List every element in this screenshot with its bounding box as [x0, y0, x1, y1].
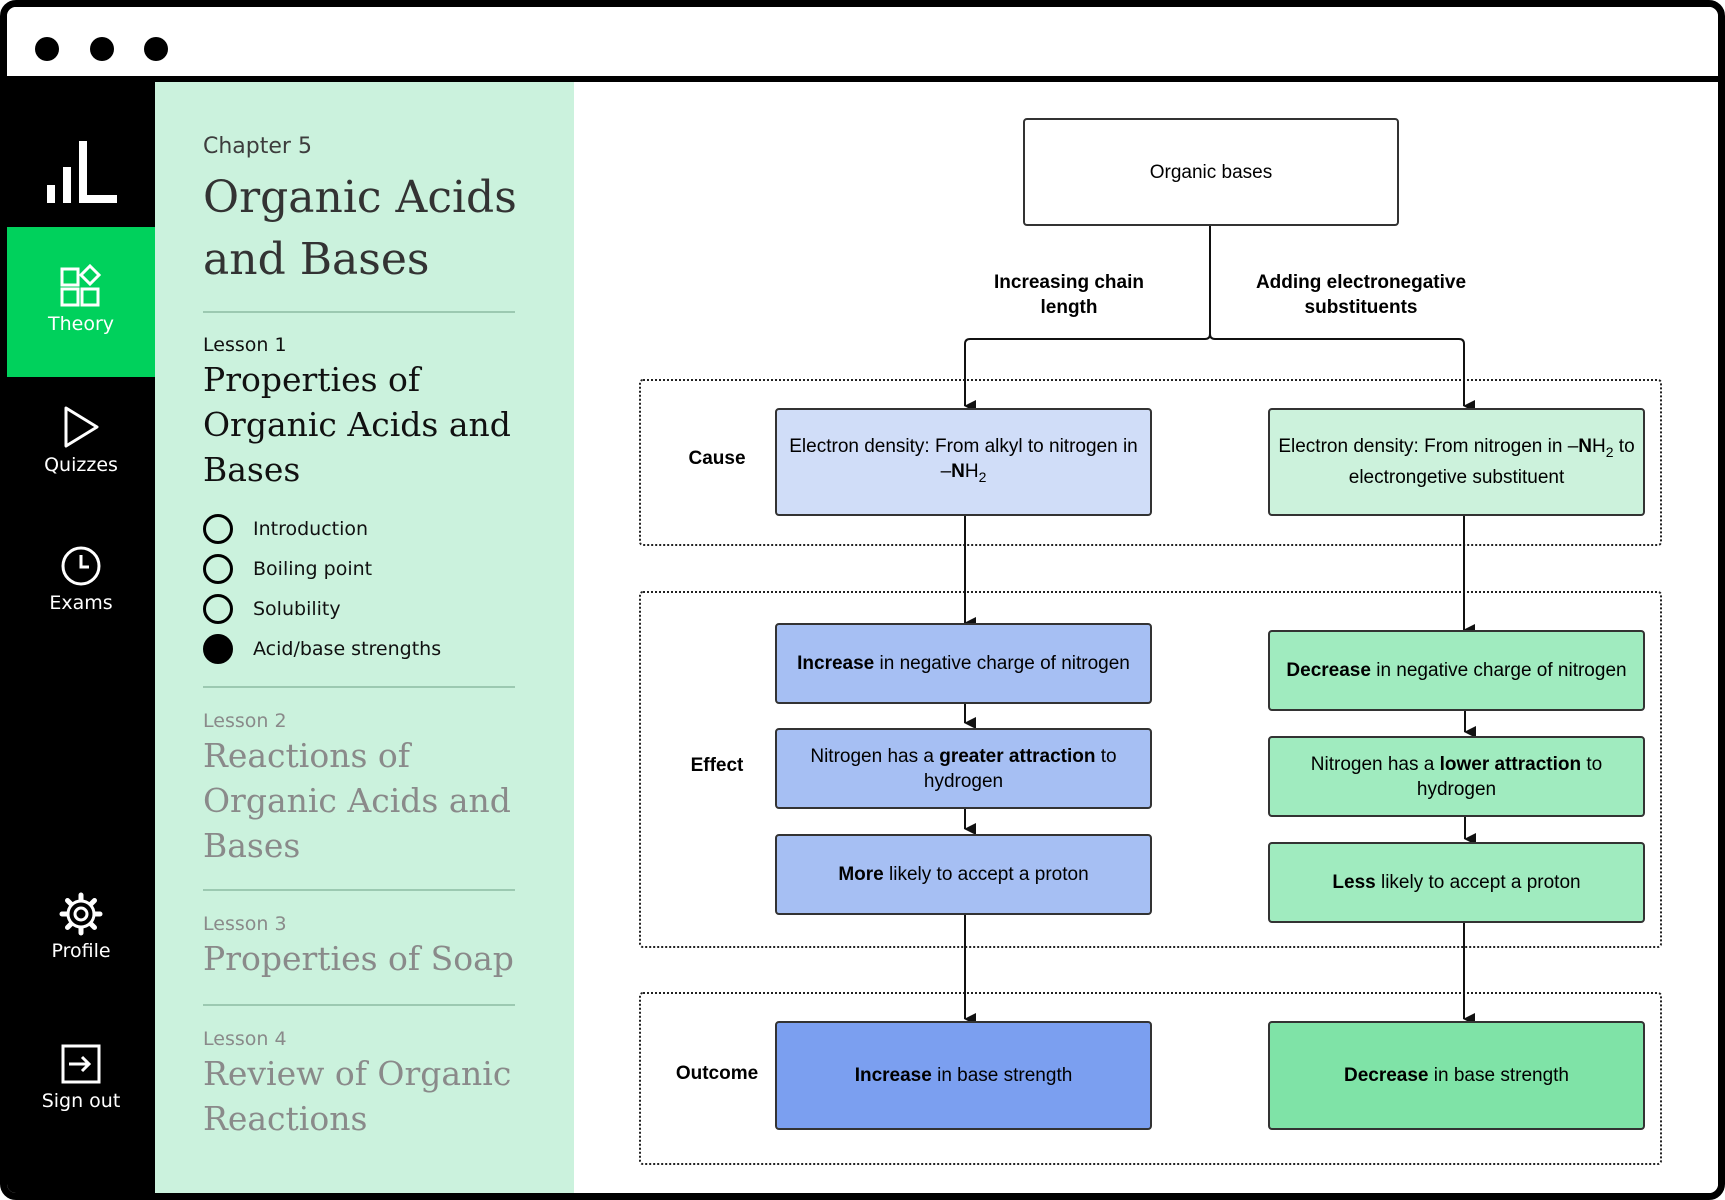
radio-filled-icon[interactable]: [203, 634, 233, 664]
right-effect-node-2: Nitrogen has a lower attraction to hydro…: [1268, 736, 1645, 817]
nav-theory[interactable]: Theory: [7, 227, 155, 377]
gear-icon: [59, 892, 103, 936]
divider: [203, 889, 515, 891]
branch-label-right: Adding electronegative substituents: [1255, 272, 1467, 318]
nav-theory-label: Theory: [47, 313, 115, 335]
nav-exams-label: Exams: [49, 592, 113, 614]
topic-introduction[interactable]: Introduction: [203, 513, 368, 545]
nav-exams[interactable]: Exams: [7, 534, 155, 684]
topic-label: Acid/base strengths: [253, 638, 442, 660]
divider: [203, 311, 515, 313]
nav-rail: Theory Quizzes Exams: [7, 82, 155, 1193]
cause-label: Cause: [688, 448, 746, 469]
branch-label-left: Increasing chain length: [994, 272, 1144, 318]
left-effect-text-1: Increase in negative charge of nitrogen: [797, 653, 1130, 674]
title-bar: [7, 7, 1718, 82]
radio-empty-icon[interactable]: [203, 554, 233, 584]
lesson-4-label: Lesson 4: [203, 1028, 287, 1050]
nav-profile-label: Profile: [51, 940, 111, 962]
connector-lines: [964, 226, 1476, 1025]
effect-zone: [639, 591, 1662, 948]
left-effect-node-3: More likely to accept a proton: [775, 834, 1152, 915]
outcome-zone: [639, 992, 1662, 1165]
topic-label: Solubility: [253, 598, 341, 620]
left-cause-text: Electron density: From alkyl to nitrogen…: [789, 436, 1138, 485]
lesson-4-title[interactable]: Review of Organic Reactions: [203, 1054, 512, 1138]
right-effect-node-3: Less likely to accept a proton: [1268, 842, 1645, 923]
lesson-1-title: Properties of Organic Acids and Bases: [203, 360, 511, 489]
window-dot-icon[interactable]: [90, 37, 114, 61]
left-effect-text-3: More likely to accept a proton: [838, 864, 1089, 885]
left-outcome-node: Increase in base strength: [775, 1021, 1152, 1130]
root-node-label: Organic bases: [1149, 161, 1273, 183]
right-effect-node-1: Decrease in negative charge of nitrogen: [1268, 630, 1645, 711]
nav-profile[interactable]: Profile: [7, 882, 155, 1032]
diagram-area: Organic bases Increasing chain length Ad…: [574, 82, 1718, 1193]
cause-zone: [639, 379, 1662, 546]
right-cause-node: Electron density: From nitrogen in –NH2 …: [1268, 408, 1645, 516]
topic-boiling-point[interactable]: Boiling point: [203, 553, 372, 585]
topic-acid-base-strengths[interactable]: Acid/base strengths: [203, 633, 441, 665]
right-outcome-node: Decrease in base strength: [1268, 1021, 1645, 1130]
nav-sign-out[interactable]: Sign out: [7, 1032, 155, 1182]
app-logo-icon: [47, 141, 117, 203]
topic-solubility[interactable]: Solubility: [203, 593, 341, 625]
sign-out-icon: [61, 1044, 101, 1084]
nav-sign-out-label: Sign out: [41, 1090, 121, 1112]
left-outcome-text: Increase in base strength: [854, 1065, 1073, 1086]
left-cause-node: Electron density: From alkyl to nitrogen…: [775, 408, 1152, 516]
left-effect-node-1: Increase in negative charge of nitrogen: [775, 623, 1152, 704]
theory-icon: [60, 263, 102, 307]
radio-empty-icon[interactable]: [203, 514, 233, 544]
effect-label: Effect: [690, 755, 744, 776]
nav-quizzes-label: Quizzes: [44, 454, 118, 476]
window-dot-icon[interactable]: [35, 37, 59, 61]
chapter-label: Chapter 5: [203, 134, 312, 159]
nav-quizzes[interactable]: Quizzes: [7, 382, 155, 532]
right-effect-text-1: Decrease in negative charge of nitrogen: [1286, 660, 1627, 681]
radio-empty-icon[interactable]: [203, 594, 233, 624]
lesson-3-label: Lesson 3: [203, 913, 287, 935]
topic-label: Boiling point: [253, 558, 373, 580]
chapter-title: Organic Acids and Bases: [203, 172, 517, 285]
lesson-1-label: Lesson 1: [203, 334, 287, 356]
divider: [203, 1004, 515, 1006]
left-effect-text-2: Nitrogen has a greater attraction to hyd…: [810, 745, 1117, 792]
divider: [203, 686, 515, 688]
topic-label: Introduction: [253, 518, 369, 540]
right-effect-text-3: Less likely to accept a proton: [1332, 872, 1581, 893]
play-icon: [64, 406, 99, 448]
lesson-2-title[interactable]: Reactions of Organic Acids and Bases: [203, 736, 511, 865]
outcome-label: Outcome: [675, 1063, 759, 1084]
lesson-3-title[interactable]: Properties of Soap: [203, 939, 514, 978]
clock-icon: [61, 546, 101, 586]
lesson-panel: Chapter 5 Organic Acids and Bases Lesson…: [155, 82, 574, 1193]
right-effect-text-2: Nitrogen has a lower attraction to hydro…: [1310, 753, 1603, 800]
window-dot-icon[interactable]: [144, 37, 168, 61]
lesson-2-label: Lesson 2: [203, 710, 287, 732]
right-outcome-text: Decrease in base strength: [1343, 1065, 1569, 1086]
root-node: Organic bases: [1023, 118, 1399, 226]
right-cause-text: Electron density: From nitrogen in –NH2 …: [1278, 436, 1635, 488]
left-effect-node-2: Nitrogen has a greater attraction to hyd…: [775, 728, 1152, 809]
